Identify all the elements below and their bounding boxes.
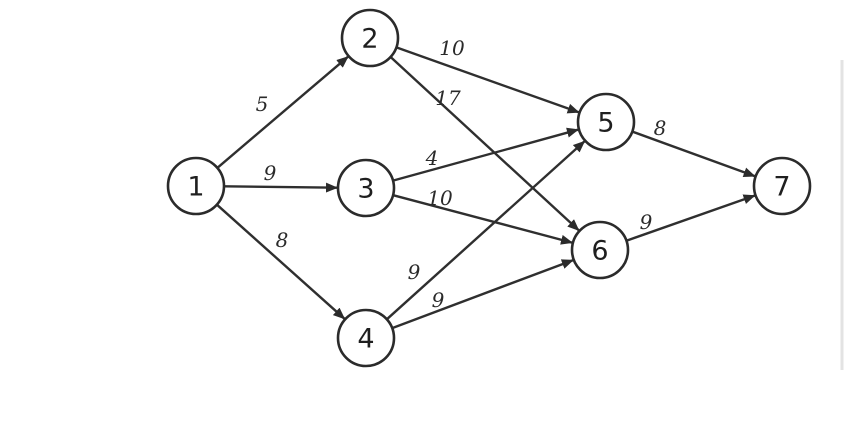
node-3-label: 3 bbox=[357, 174, 374, 205]
node-2-label: 2 bbox=[361, 24, 378, 55]
node-7: 7 bbox=[752, 156, 812, 216]
edge-6-7-weight: 9 bbox=[640, 210, 653, 234]
node-4-label: 4 bbox=[357, 324, 374, 355]
node-6-label: 6 bbox=[591, 236, 608, 267]
node-1-circle bbox=[166, 156, 226, 216]
node-1-label: 1 bbox=[187, 172, 204, 203]
edge-4-5-arrow bbox=[385, 140, 586, 321]
edge-1-3-weight: 9 bbox=[264, 161, 277, 185]
edge-3-6-arrow bbox=[392, 194, 573, 245]
edge-layer bbox=[216, 46, 756, 330]
edge-1-2-arrow bbox=[216, 55, 349, 169]
edge-2-5-arrow bbox=[395, 46, 580, 114]
node-7-circle bbox=[752, 156, 812, 216]
edge-3-5-arrow bbox=[392, 127, 579, 182]
edge-6-7-arrow bbox=[626, 194, 756, 242]
edge-1-4-weight: 8 bbox=[276, 228, 289, 252]
node-7-label: 7 bbox=[773, 172, 790, 203]
edge-4-6-weight: 9 bbox=[432, 288, 445, 312]
node-3-circle bbox=[336, 158, 396, 218]
edge-3-6-weight: 10 bbox=[427, 186, 453, 210]
node-1: 1 bbox=[166, 156, 226, 216]
node-4: 4 bbox=[336, 308, 396, 368]
node-2-circle bbox=[340, 8, 400, 68]
edge-5-7-arrow bbox=[631, 130, 756, 178]
node-layer: 1 2 3 4 5 6 7 bbox=[166, 8, 812, 368]
edge-1-4-arrow bbox=[216, 203, 346, 320]
edge-1-3-arrow bbox=[223, 182, 338, 193]
edge-3-5-weight: 4 bbox=[425, 146, 439, 170]
node-6-circle bbox=[570, 220, 630, 280]
node-5-label: 5 bbox=[597, 108, 614, 139]
node-5: 5 bbox=[576, 92, 636, 152]
node-5-circle bbox=[576, 92, 636, 152]
node-4-circle bbox=[336, 308, 396, 368]
edge-2-5-weight: 10 bbox=[439, 36, 465, 60]
edge-4-6-arrow bbox=[391, 259, 574, 330]
edge-1-2-weight: 5 bbox=[256, 92, 269, 116]
edge-4-5-weight: 9 bbox=[408, 260, 421, 284]
edge-5-7-weight: 8 bbox=[654, 116, 667, 140]
node-2: 2 bbox=[340, 8, 400, 68]
node-3: 3 bbox=[336, 158, 396, 218]
edge-2-6-arrow bbox=[389, 56, 580, 232]
edge-2-6-weight: 17 bbox=[435, 86, 461, 110]
node-6: 6 bbox=[570, 220, 630, 280]
